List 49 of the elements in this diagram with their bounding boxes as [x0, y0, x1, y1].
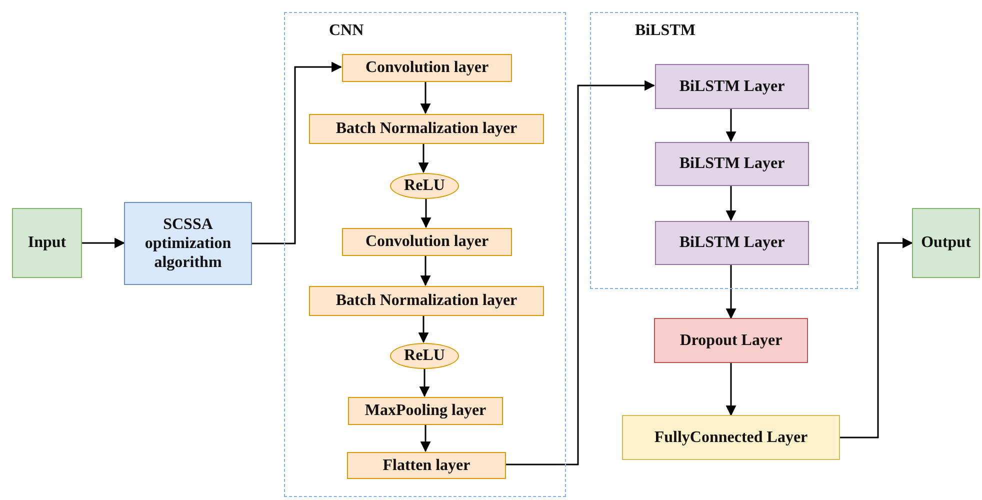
node-label: ReLU: [404, 346, 445, 366]
node-label: MaxPooling layer: [364, 401, 486, 421]
input-box: [12, 208, 82, 278]
arrow: [252, 62, 342, 244]
layer-box: [655, 221, 809, 265]
group-container: [590, 12, 858, 289]
arrow: [420, 255, 431, 286]
node-label: Batch Normalization layer: [336, 291, 518, 311]
layer-box: [655, 64, 809, 109]
node-label: Input: [28, 233, 66, 253]
node-label: BiLSTM Layer: [679, 76, 785, 96]
layer-box: [622, 415, 840, 460]
arrow: [418, 315, 429, 344]
group-title: BiLSTM: [635, 21, 696, 40]
node-label: Flatten layer: [382, 456, 470, 476]
output-box: [912, 208, 980, 278]
group-title: CNN: [329, 21, 364, 40]
arrow: [840, 238, 914, 438]
node-label: BiLSTM Layer: [679, 233, 785, 253]
node-label: SCSSA optimization algorithm: [144, 214, 232, 272]
node-label: FullyConnected Layer: [654, 428, 808, 448]
arrow: [420, 198, 432, 228]
layer-box: [309, 114, 544, 144]
arrow: [419, 368, 430, 398]
arrow: [726, 363, 736, 416]
layer-box: [654, 318, 808, 363]
arrow: [726, 264, 736, 320]
arrow: [726, 108, 736, 142]
arrow: [418, 143, 429, 174]
node-label: ReLU: [404, 176, 445, 196]
node-label: Batch Normalization layer: [336, 119, 518, 139]
group-container: [284, 12, 566, 497]
node-label: Convolution layer: [365, 232, 489, 252]
layer-box: [342, 54, 512, 82]
arrow: [726, 185, 736, 222]
layer-box: [348, 397, 503, 425]
layer-box: [309, 286, 544, 316]
layer-box: [347, 452, 506, 479]
arrow: [420, 424, 431, 452]
layer-box: [342, 228, 512, 256]
node-label: BiLSTM Layer: [679, 154, 785, 174]
node-label: Convolution layer: [365, 58, 489, 78]
layer-box: [655, 142, 809, 186]
process-box: [124, 202, 252, 285]
arrow: [82, 238, 126, 248]
arrow: [420, 81, 431, 114]
node-label: Dropout Layer: [680, 330, 782, 350]
node-label: Output: [921, 233, 971, 253]
arrow: [505, 80, 656, 466]
